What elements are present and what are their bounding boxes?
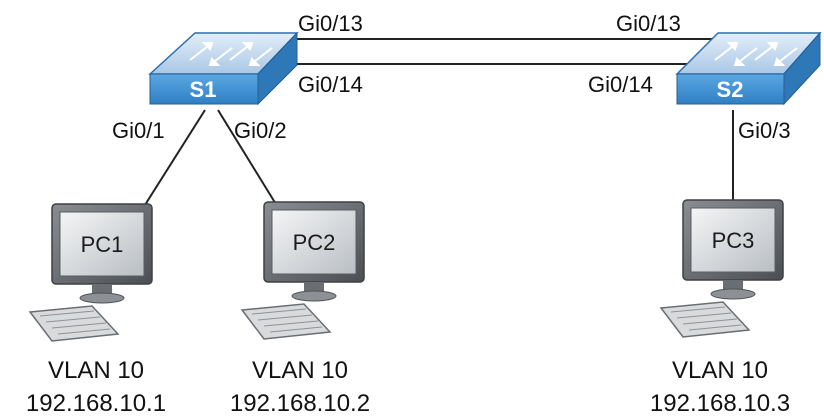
keyboard-icon — [659, 301, 751, 338]
link-s1-pc2 — [217, 109, 283, 215]
pc-monitor-icon — [682, 199, 784, 300]
switch-s1-front — [149, 73, 259, 105]
switch-s2-front — [676, 73, 785, 105]
host-labels: VLAN 10 192.168.10.1 VLAN 10 192.168.10.… — [26, 357, 790, 417]
keyboard-icon — [240, 303, 332, 340]
s1-port-gi0-2: Gi0/2 — [234, 118, 287, 143]
link-s1-pc1 — [137, 109, 206, 217]
pc1-vlan: VLAN 10 — [48, 357, 144, 384]
links — [137, 38, 734, 217]
pc2-vlan: VLAN 10 — [252, 357, 348, 384]
switch-s1[interactable]: S1 — [148, 31, 299, 106]
s1-port-gi0-1: Gi0/1 — [112, 118, 165, 143]
pc3-label: PC3 — [712, 228, 755, 253]
keyboard-icon — [28, 305, 120, 342]
pc2-ip: 192.168.10.2 — [230, 390, 370, 417]
s2-port-gi0-14: Gi0/14 — [588, 72, 653, 97]
pc3-ip: 192.168.10.3 — [650, 390, 790, 417]
switch-s1-label: S1 — [190, 77, 217, 102]
switch-s2-label: S2 — [717, 77, 744, 102]
switch-arrows-icon — [189, 42, 273, 66]
s2-port-gi0-13: Gi0/13 — [616, 11, 681, 36]
s1-port-gi0-13: Gi0/13 — [298, 11, 363, 36]
pc2-label: PC2 — [293, 230, 336, 255]
pc-monitor-icon — [263, 201, 365, 302]
switch-arrows-icon — [714, 42, 798, 66]
pc1[interactable]: PC1 — [28, 203, 153, 342]
switch-s2[interactable]: S2 — [675, 31, 822, 106]
port-labels: Gi0/13 Gi0/14 Gi0/1 Gi0/2 Gi0/13 Gi0/14 … — [112, 11, 791, 143]
s1-port-gi0-14: Gi0/14 — [298, 72, 363, 97]
pc1-ip: 192.168.10.1 — [26, 390, 166, 417]
pc1-label: PC1 — [81, 232, 124, 257]
pc2[interactable]: PC2 — [240, 201, 365, 340]
pc3[interactable]: PC3 — [659, 199, 784, 338]
s2-port-gi0-3: Gi0/3 — [738, 118, 791, 143]
pc-monitor-icon — [51, 203, 153, 304]
pc3-vlan: VLAN 10 — [672, 357, 768, 384]
